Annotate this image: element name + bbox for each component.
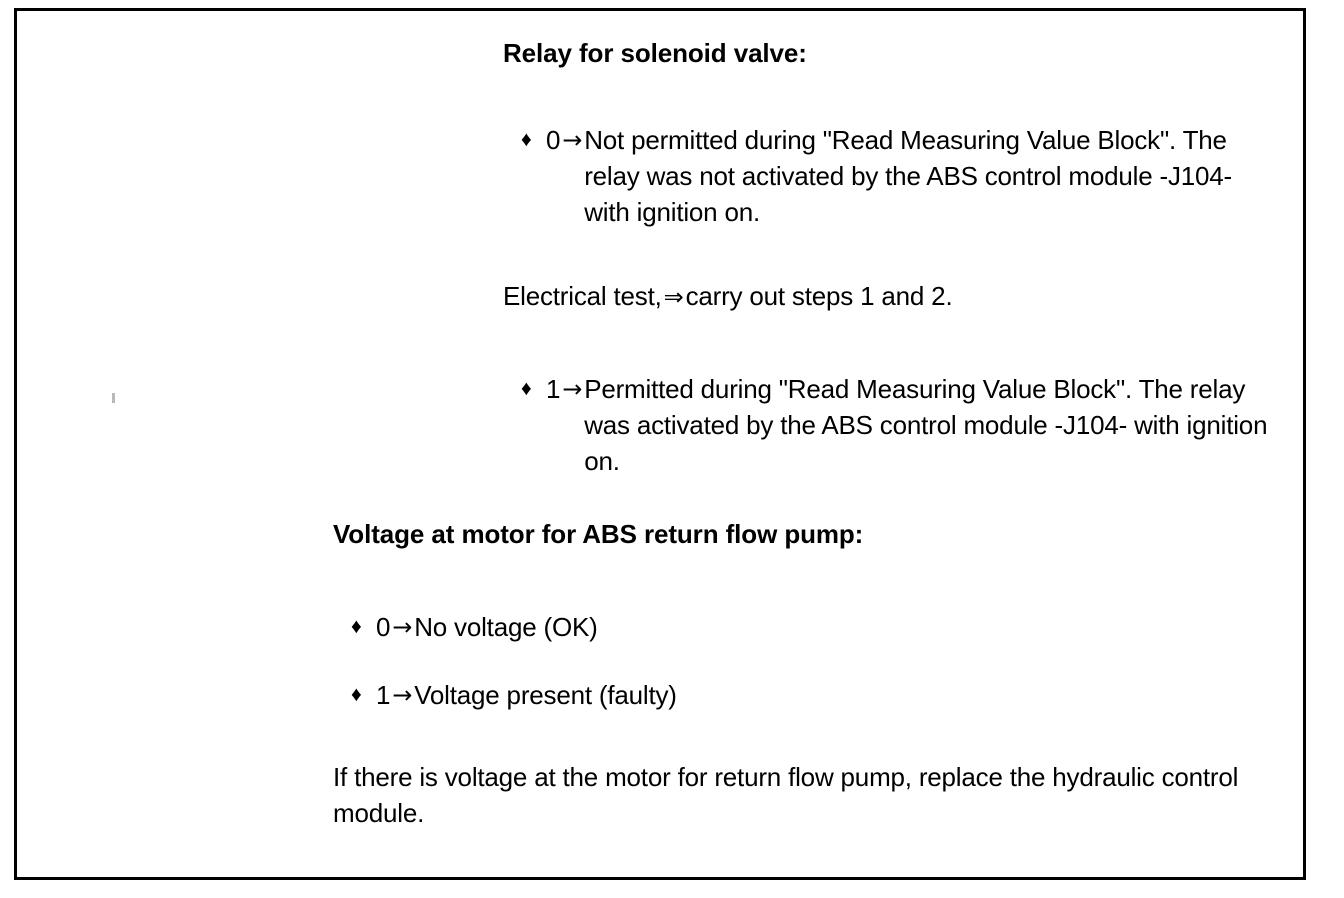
list-item-voltage-state-1: ♦ 1 → Voltage present (faulty) xyxy=(351,677,951,713)
state-value: 0 xyxy=(376,612,391,642)
state-description: Voltage present (faulty) xyxy=(414,680,677,710)
heading-relay-for-solenoid-valve: Relay for solenoid valve: xyxy=(503,38,807,68)
state-description: Permitted during "Read Measuring Value B… xyxy=(584,374,1268,476)
right-arrow-icon: → xyxy=(562,375,583,403)
state-description: No voltage (OK) xyxy=(414,612,598,642)
electrical-test-prefix: Electrical test, xyxy=(503,281,662,311)
document-page-frame: Relay for solenoid valve: ♦ 0 → Not perm… xyxy=(14,8,1306,880)
state-description: Not permitted during "Read Measuring Val… xyxy=(584,125,1233,227)
right-arrow-icon: → xyxy=(392,613,413,641)
document-body: Relay for solenoid valve: ♦ 0 → Not perm… xyxy=(17,11,1303,877)
list-item-relay-state-1: ♦ 1 → Permitted during "Read Measuring V… xyxy=(521,371,1281,479)
diamond-bullet-icon: ♦ xyxy=(351,683,362,706)
heading-voltage-at-motor: Voltage at motor for ABS return flow pum… xyxy=(333,519,864,549)
double-right-arrow-icon: ⇒ xyxy=(663,283,684,311)
diamond-bullet-icon: ♦ xyxy=(521,377,532,400)
electrical-test-reference: Electrical test,⇒carry out steps 1 and 2… xyxy=(503,278,1263,315)
list-item-voltage-state-0: ♦ 0 → No voltage (OK) xyxy=(351,609,951,645)
scan-artifact-speck xyxy=(112,393,115,403)
electrical-test-suffix: carry out steps 1 and 2. xyxy=(685,281,953,311)
right-arrow-icon: → xyxy=(392,681,413,709)
state-value: 1 xyxy=(546,374,561,404)
diamond-bullet-icon: ♦ xyxy=(521,128,532,151)
state-value: 1 xyxy=(376,680,391,710)
right-arrow-icon: → xyxy=(562,126,583,154)
diamond-bullet-icon: ♦ xyxy=(351,615,362,638)
state-value: 0 xyxy=(546,125,561,155)
closing-note-paragraph: If there is voltage at the motor for ret… xyxy=(333,762,1239,828)
list-item-relay-state-0: ♦ 0 → Not permitted during "Read Measuri… xyxy=(521,122,1281,230)
